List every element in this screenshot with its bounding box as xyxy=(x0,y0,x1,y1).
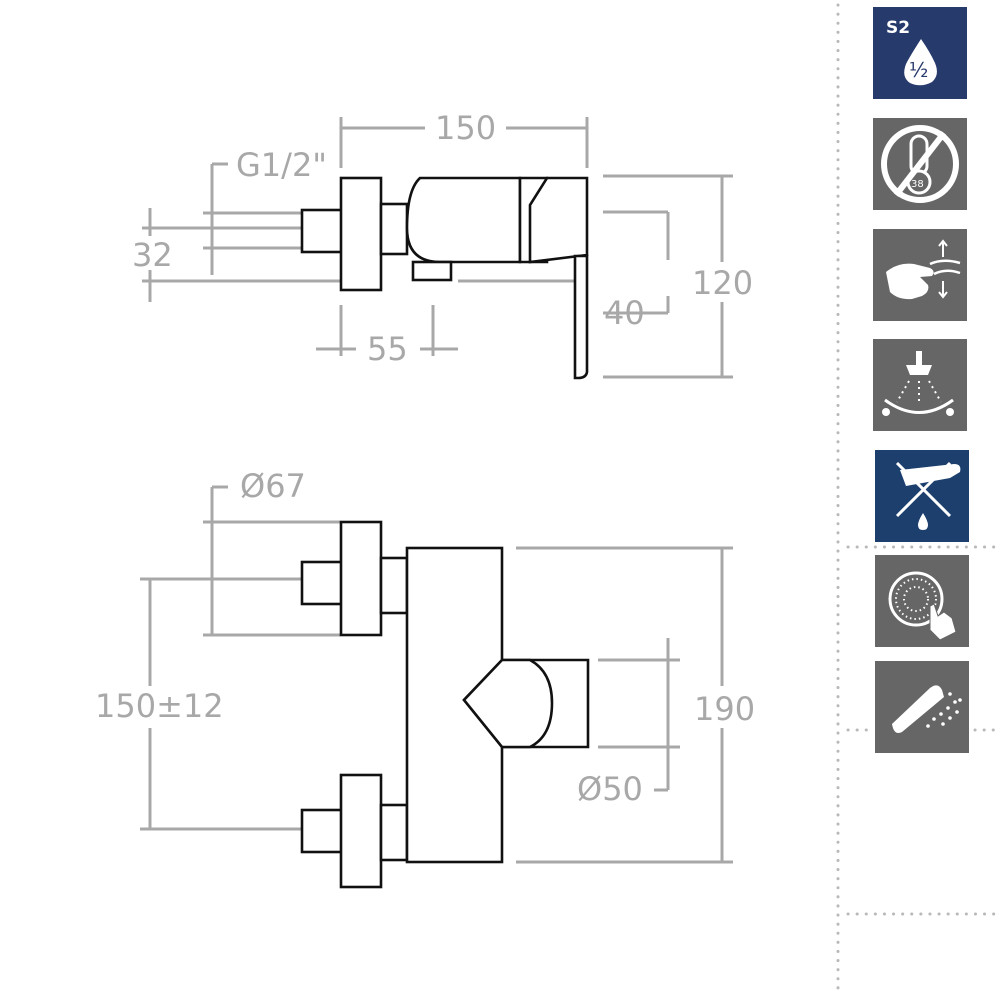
dim-40-label: 40 xyxy=(604,294,645,332)
front-view-dimension-lines xyxy=(140,485,733,864)
dim-handle-label: Ø50 xyxy=(577,770,643,808)
dim-32-label: 32 xyxy=(132,236,173,274)
dim-flange-label: Ø67 xyxy=(240,467,306,505)
svg-text:½: ½ xyxy=(909,58,928,82)
shower-temperature-icon xyxy=(873,339,967,431)
dim-190-label: 190 xyxy=(694,690,755,728)
no-spout-drip-icon xyxy=(875,450,969,542)
dim-55-label: 55 xyxy=(367,330,408,368)
dim-thread-label: G1/2" xyxy=(236,146,327,184)
hand-shower-spray-icon xyxy=(875,661,969,753)
dim-150-label: 150 xyxy=(435,109,496,147)
no-thermostat-icon: 38 xyxy=(873,118,967,210)
svg-text:S2: S2 xyxy=(886,18,910,38)
hand-water-flow-icon xyxy=(873,229,967,321)
shower-head-cleaning-icon xyxy=(875,555,969,647)
dim-centers-label: 150±12 xyxy=(95,687,224,725)
s2-half-water-icon: S2 ½ xyxy=(873,7,967,99)
dotted-separators xyxy=(836,3,997,997)
dim-120-label: 120 xyxy=(692,264,753,302)
feature-icons: S2 ½ 38 xyxy=(873,7,969,753)
side-view: 150 G1/2" 32 55 40 120 xyxy=(132,109,753,380)
front-view: Ø67 150±12 190 Ø50 xyxy=(95,467,755,889)
side-view-body xyxy=(300,176,589,380)
svg-text:38: 38 xyxy=(911,179,924,190)
side-view-dimension-lines xyxy=(142,117,733,379)
front-view-body xyxy=(300,520,590,889)
